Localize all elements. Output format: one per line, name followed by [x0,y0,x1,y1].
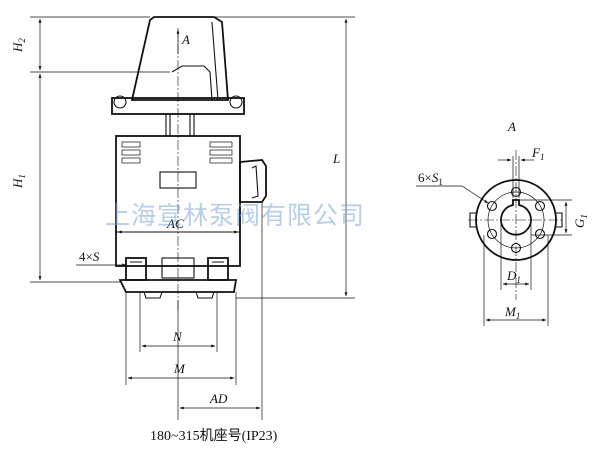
shaft-with-keyway [500,199,532,236]
label-N: N [172,329,183,344]
terminal-box-detail [251,165,259,199]
bolt-hole-3 [534,228,546,240]
base [118,279,238,293]
watermark-text: 上海宣林泵阀有限公司 [105,201,365,230]
lifting-eye-left [113,95,127,109]
label-F1: F1 [531,145,544,162]
terminal-box [239,159,267,203]
lifting-eye-right [229,95,243,109]
bolt-circle [487,191,545,249]
label-M1: M1 [504,304,520,321]
label-AD: AD [209,391,228,406]
vent-slots-left [121,141,141,164]
coupling-lines [169,114,191,136]
label-H1: H1 [10,174,27,189]
label-6xS1: 6×S1 [418,170,443,187]
label-L: L [332,151,340,166]
motor-front-view [111,16,267,310]
vent-slots-right [209,141,233,164]
leader-6xS1 [416,185,489,204]
flange-ear-right [556,212,563,228]
top-hood [130,16,229,101]
flange-view-A: A [416,119,572,326]
flange-outer-circle [475,179,557,261]
label-4xS: 4×S [79,249,100,264]
bolt-hole-4 [510,242,522,254]
hood-inner [171,65,213,101]
label-G1: G1 [572,214,589,228]
flange-ear-left [469,212,476,228]
foot-right [207,257,229,281]
flange-labels: 6×S1 F1 G1 D1 M1 [418,145,589,321]
label-M: M [173,361,186,376]
label-A-arrow: A [181,32,190,47]
bolt-hole-2 [534,200,546,212]
bolt-hole-1 [510,186,522,198]
front-labels: H2 H1 L A AC 4×S N M AD 180~315机座号(IP23) [10,32,340,444]
bolt-hole-5 [486,228,498,240]
view-label-A: A [507,119,516,134]
label-H2: H2 [10,38,27,53]
label-D1: D1 [506,268,521,285]
hood-fold [211,21,219,101]
bolt-hole-6 [486,200,498,212]
base-feet [143,291,215,299]
front-dimensions [30,16,355,420]
caption: 180~315机座号(IP23) [150,428,278,444]
label-AC: AC [166,216,184,231]
foot-left [125,257,147,281]
